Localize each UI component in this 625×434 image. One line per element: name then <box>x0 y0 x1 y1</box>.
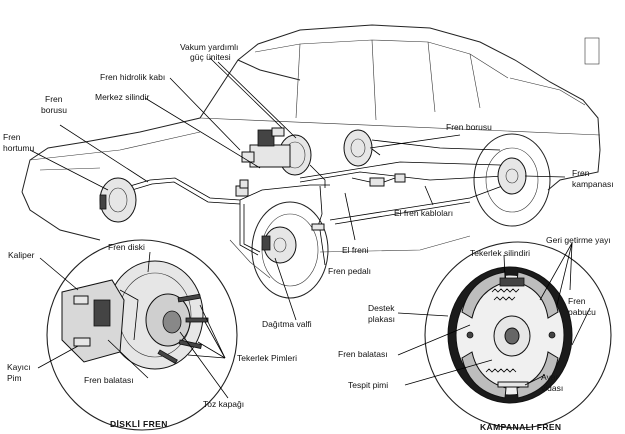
label-hidrolik: Fren hidrolik kabı <box>100 72 165 82</box>
label-tekerlek-pimleri: Tekerlek Pimleri <box>237 353 297 363</box>
label-fren-balatasi-right: Fren balatası <box>338 349 388 359</box>
label-fren-diski: Fren diski <box>108 242 145 252</box>
rear-drum <box>497 157 527 195</box>
label-kaliper: Kaliper <box>8 250 35 260</box>
label-vakum-1: Vakum yardımlı <box>180 42 238 52</box>
disc-brake-inset <box>46 239 238 431</box>
label-fren-hortumu-2: hortumu <box>3 143 34 153</box>
label-kayici-pim-1: Kayıcı <box>7 362 31 372</box>
drum-brake-inset <box>424 241 612 429</box>
label-tespit-pimi: Tespit pimi <box>348 380 388 390</box>
label-tekerlek-silindiri: Tekerlek silindiri <box>470 248 530 258</box>
label-fren-kampanasi-1: Fren <box>572 168 590 178</box>
car-outline <box>21 24 601 279</box>
booster-assembly <box>241 127 326 188</box>
label-kayici-pim-2: Pim <box>7 373 22 383</box>
label-destek-plakasi-2: plakası <box>368 314 395 324</box>
label-fren-borusu-left-2: borusu <box>41 105 67 115</box>
label-fren-kampanasi-2: kampanası <box>572 179 614 189</box>
brake-pedal <box>311 185 325 231</box>
front-left-brake <box>99 177 137 223</box>
label-fren-borusu-right: Fren borusu <box>446 122 492 132</box>
label-dagitma-valfi: Dağıtma valfi <box>262 319 312 329</box>
label-fren-pabucu-2: pabucu <box>568 307 596 317</box>
label-kampanali-fren: KAMPANALI FREN <box>480 422 561 432</box>
label-el-freni: El freni <box>342 245 369 255</box>
label-fren-hortumu-1: Fren <box>3 132 21 142</box>
label-diskli-fren: DİSKLİ FREN <box>110 419 168 429</box>
label-ayar-vidasi-1: Ayar <box>541 372 558 382</box>
label-geri-getirme: Geri getirme yayı <box>546 235 611 245</box>
labels: Vakum yardımlı güç ünitesi Fren hidrolik… <box>3 42 614 432</box>
label-fren-pedali: Fren pedalı <box>328 266 371 276</box>
label-toz-kapagi: Toz kapağı <box>203 399 244 409</box>
rear-wheel <box>473 133 551 227</box>
label-merkez: Merkez silindir <box>95 92 149 102</box>
label-fren-balatasi-left: Fren balatası <box>84 375 134 385</box>
distribution-valve <box>235 179 249 197</box>
left-rear-drum <box>343 129 373 167</box>
label-el-fren-kablolari: El fren kabloları <box>394 208 453 218</box>
label-vakum-2: güç ünitesi <box>190 52 231 62</box>
handbrake-assembly <box>351 173 406 187</box>
label-fren-pabucu-1: Fren <box>568 296 586 306</box>
leader-lines <box>29 57 591 399</box>
label-fren-borusu-left-1: Fren <box>45 94 63 104</box>
label-ayar-vidasi-2: vidası <box>541 383 563 393</box>
label-destek-plakasi-1: Destek <box>368 303 395 313</box>
front-right-brake <box>261 226 297 264</box>
